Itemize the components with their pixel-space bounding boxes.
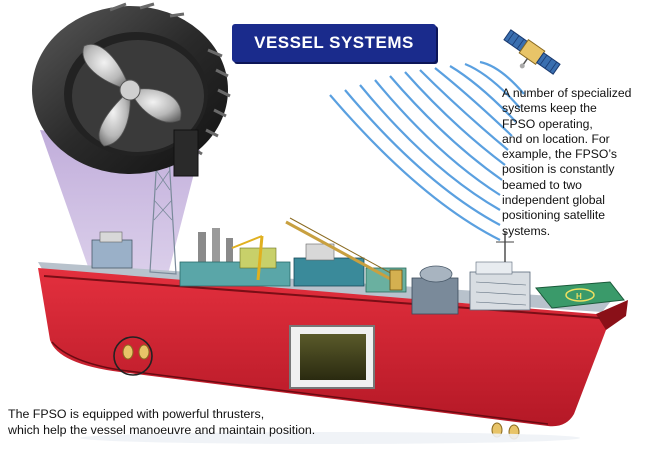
page-title: VESSEL SYSTEMS xyxy=(232,24,436,62)
crane-icon xyxy=(231,235,264,281)
topside-modules xyxy=(91,139,531,315)
satellite-signal-waves xyxy=(329,60,525,241)
sea-shadow xyxy=(80,432,580,444)
main-crane xyxy=(285,217,403,291)
svg-text:H: H xyxy=(576,292,582,301)
helideck-icon: H xyxy=(535,281,625,309)
thruster-icon xyxy=(32,2,231,177)
thruster-highlight-circle xyxy=(113,336,153,376)
satellite-icon xyxy=(503,29,561,75)
fpso-hull xyxy=(38,262,628,427)
thruster-caption: The FPSO is equipped with powerful thrus… xyxy=(8,407,316,437)
satellite-positioning-note: A number of specialized systems keep the… xyxy=(502,86,632,238)
